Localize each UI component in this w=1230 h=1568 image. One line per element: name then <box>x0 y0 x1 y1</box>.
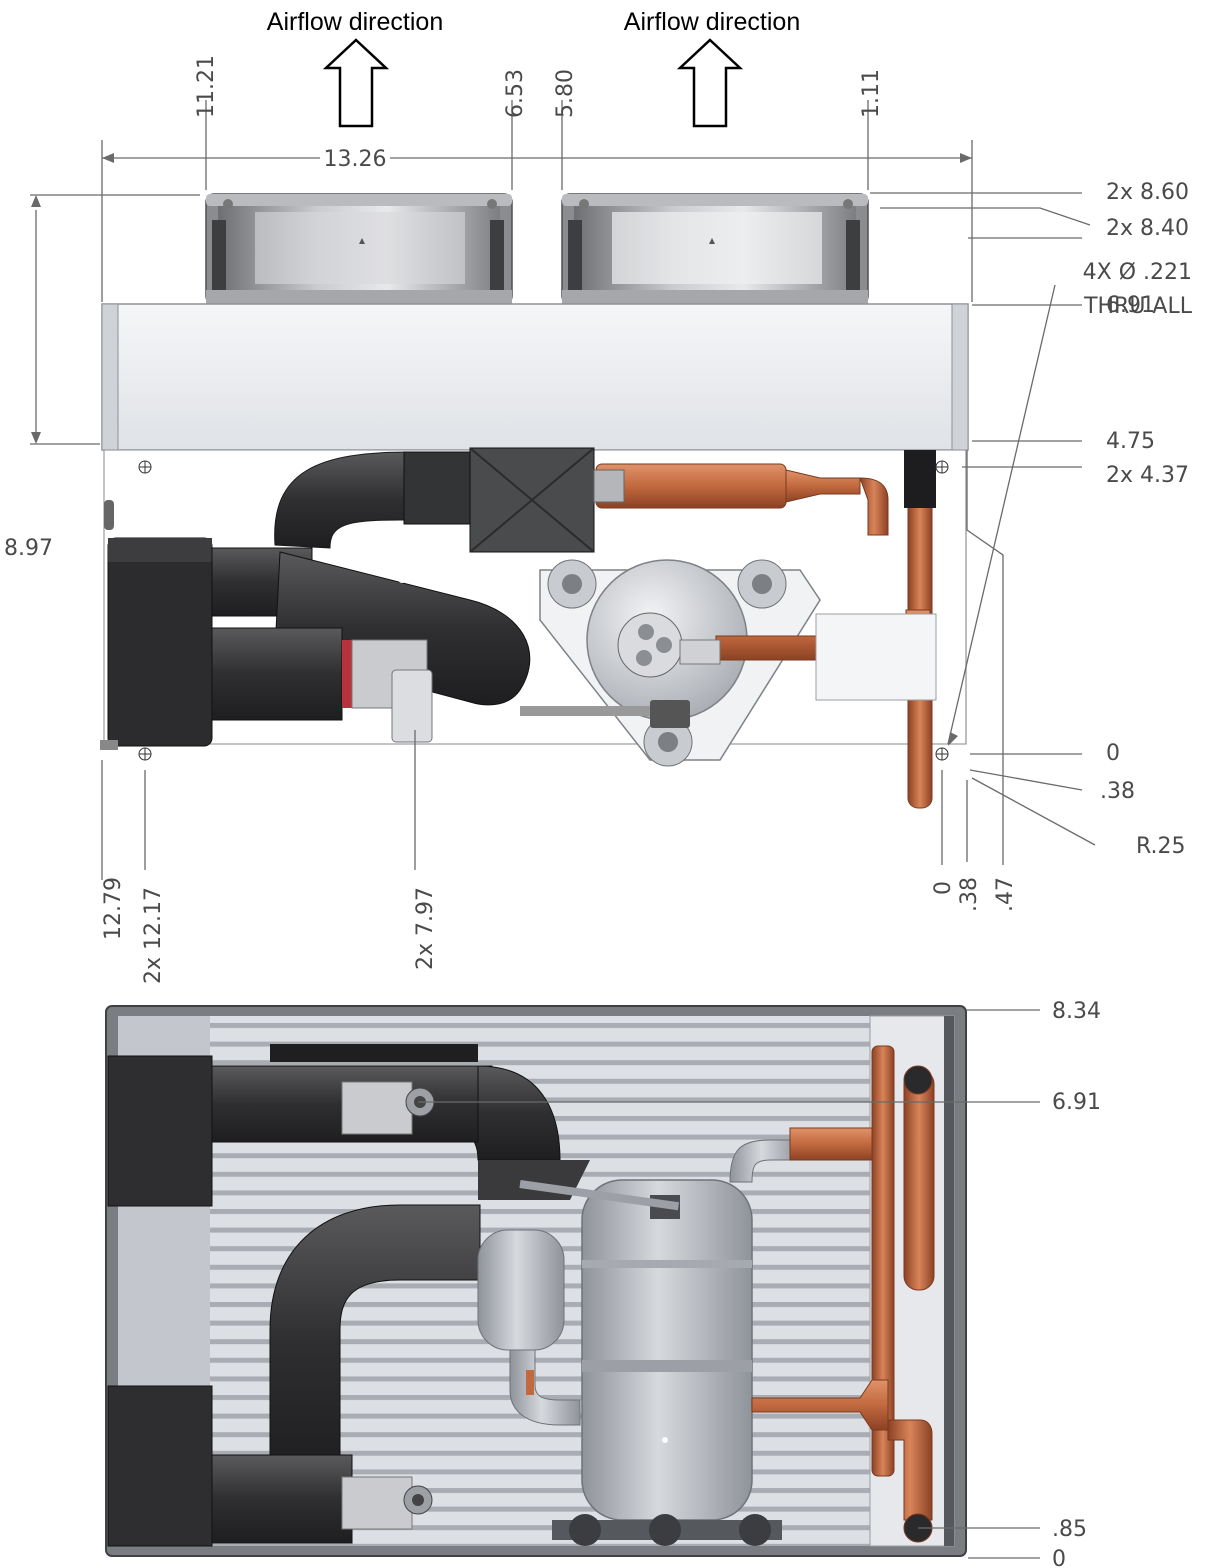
dim-047-bottom: .47 <box>993 877 1018 912</box>
airflow-indicator-left: Airflow direction <box>267 8 443 128</box>
dim-8-97: 8.97 <box>4 536 53 561</box>
dim-038-bottom: .38 <box>957 877 982 912</box>
bottom-view: 8.34 6.91 .85 0 <box>105 999 1101 1568</box>
dim-0-right: 0 <box>1106 741 1120 766</box>
airflow-label-left: Airflow direction <box>267 8 443 36</box>
dim-13-26: 13.26 <box>324 147 387 172</box>
dim-12-79: 12.79 <box>101 877 126 940</box>
dim-4-75: 4.75 <box>1106 429 1155 454</box>
dim-0-bottom-view: 0 <box>1052 1547 1066 1568</box>
mounting-hole-4 <box>935 747 949 761</box>
fan-left <box>205 193 513 305</box>
mounting-hole-2 <box>935 460 949 474</box>
dim-r025: R.25 <box>1136 834 1186 859</box>
airflow-arrow-left-icon <box>322 38 390 128</box>
dim-2x-7-97: 2x 7.97 <box>413 887 438 970</box>
airflow-indicator-right: Airflow direction <box>624 8 800 128</box>
dim-2x-8-40: 2x 8.40 <box>1106 216 1189 241</box>
airflow-label-right: Airflow direction <box>624 8 800 36</box>
top-view: 11.21 6.53 5.80 1.11 13.26 2x 8.60 2x 8.… <box>4 55 1193 984</box>
dimension-lines-bottom <box>418 1009 1040 1559</box>
dim-5-80: 5.80 <box>553 69 578 118</box>
copper-piping-bottom <box>526 1045 935 1543</box>
compressor-top <box>520 559 821 767</box>
hole-note-line2: THRU ALL <box>1083 294 1193 319</box>
mounting-hole-3 <box>138 747 152 761</box>
insulated-hose-bottom <box>107 1044 590 1547</box>
airflow-arrow-right-icon <box>676 38 744 128</box>
dim-2x-8-60: 2x 8.60 <box>1106 180 1189 205</box>
hole-note-line1: 4X Ø .221 <box>1083 260 1192 285</box>
compressor-body <box>477 1139 801 1546</box>
dimension-lines-top <box>30 100 1096 880</box>
dim-8-34: 8.34 <box>1052 999 1101 1024</box>
condenser-block <box>101 303 969 451</box>
dim-2x-4-37: 2x 4.37 <box>1106 463 1189 488</box>
dim-11-21: 11.21 <box>194 55 219 118</box>
dim-6-91-bottom: 6.91 <box>1052 1090 1101 1115</box>
dim-1-11: 1.11 <box>859 69 884 118</box>
dim-085: .85 <box>1052 1517 1087 1542</box>
dim-2x-12-17: 2x 12.17 <box>141 887 166 984</box>
dim-6-91-top: 6.91 <box>1106 293 1155 318</box>
dim-6-53: 6.53 <box>503 69 528 118</box>
mounting-hole-1 <box>138 460 152 474</box>
fan-right <box>561 193 869 305</box>
dim-0-bottom: 0 <box>931 881 956 895</box>
dim-038-right: .38 <box>1100 779 1135 804</box>
insulated-hose-assembly <box>107 447 595 747</box>
